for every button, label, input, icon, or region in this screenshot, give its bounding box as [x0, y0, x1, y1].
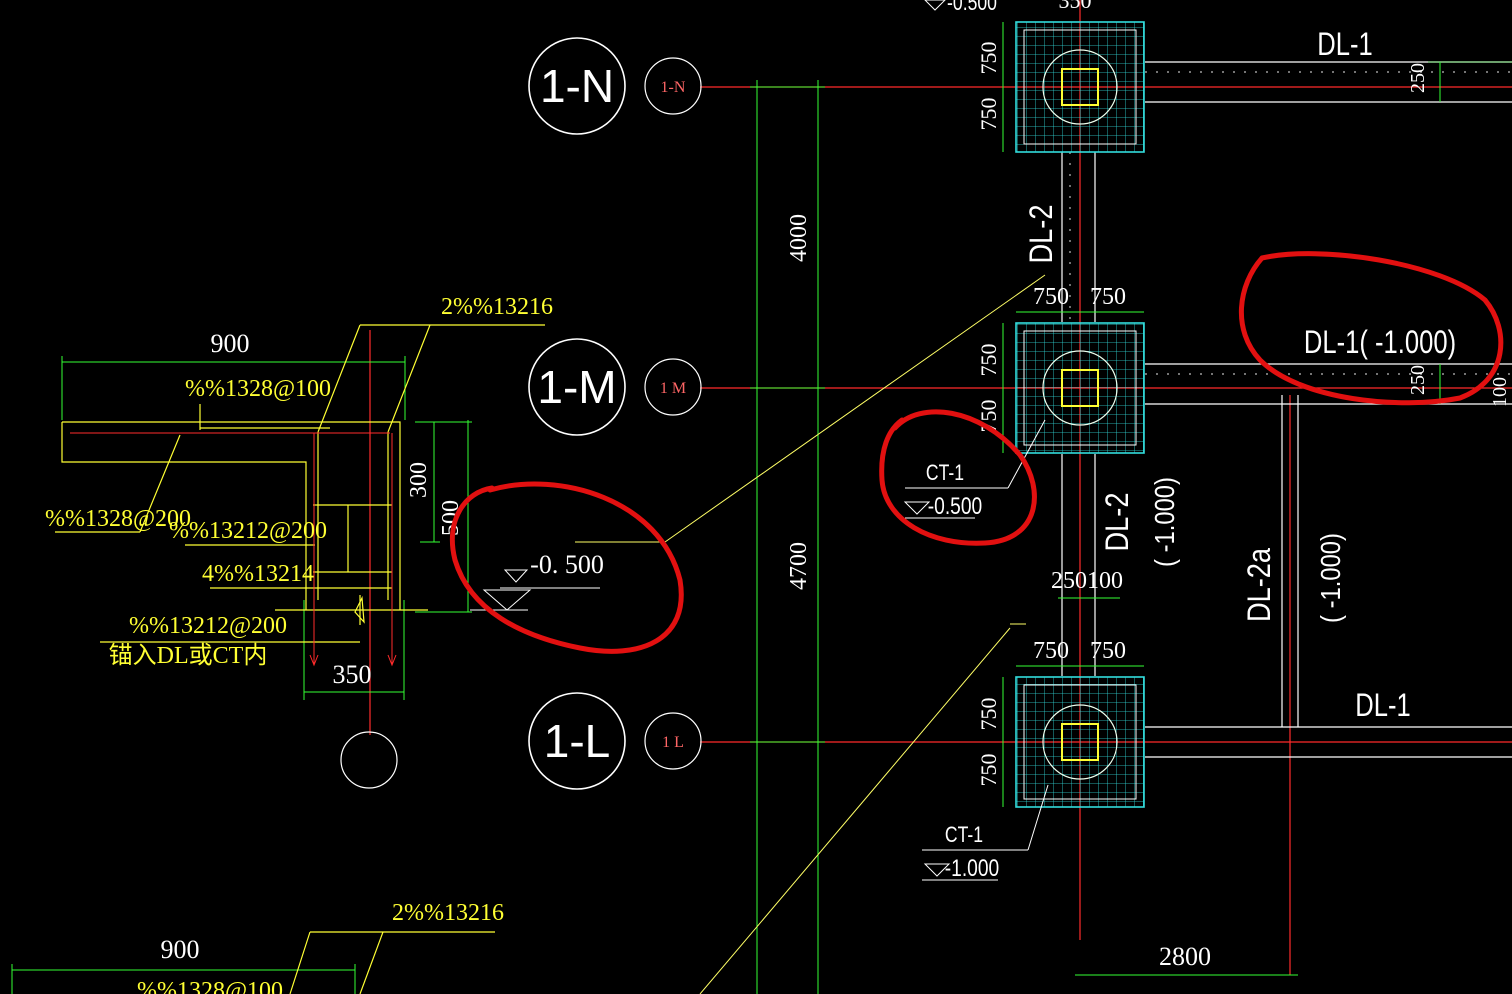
section-detail-upper: [55, 324, 545, 789]
dimension-low-750-a: 750: [976, 698, 1001, 731]
section-detail-lower: [11, 931, 495, 994]
beam-label-dl2a: DL-2a: [1242, 548, 1278, 623]
axis-label-1l: 1-L: [544, 715, 610, 767]
pile-cap-low[interactable]: [1015, 676, 1145, 808]
dimension-right-100: 100: [1489, 377, 1511, 407]
top-elevation-marker: [924, 0, 946, 11]
beam-label-dl1-top: DL-1: [1317, 27, 1372, 62]
lower-rebar-2-16: 2%%13216: [392, 900, 504, 926]
pile-cap-mid[interactable]: [1015, 322, 1145, 454]
beam-label-dl2-mid: DL-2: [1100, 493, 1136, 552]
ct1-elevation-mid: -0.500: [928, 492, 982, 520]
vertical-dimension: [750, 80, 825, 994]
section-elevation-marker: [470, 541, 665, 611]
beam-label-dl2-elevation: ( -1.000): [1148, 477, 1180, 567]
axis-label-1n: 1-N: [540, 60, 614, 112]
markup-circle-section-elevation: [449, 481, 684, 654]
axis-sublabel-1n: 1-N: [661, 79, 686, 96]
axis-bubble-1n[interactable]: 1-N 1-N: [528, 37, 702, 135]
dimension-top-750-b: 750: [976, 98, 1001, 131]
axis-label-1m: 1-M: [537, 361, 616, 413]
ct1-elevation-low: -1.000: [945, 854, 999, 882]
pile-cap-dimension-lines: [1002, 22, 1512, 976]
ct1-callout-mid: [903, 419, 1046, 519]
top-elevation-label: -0.500: [947, 0, 997, 16]
axis-bubble-1l[interactable]: 1-L 1 L: [528, 692, 702, 790]
section-dim-350: 350: [333, 660, 372, 689]
lower-dim-900: 900: [161, 935, 200, 964]
beam-label-dl1-mid: DL-1( -1.000): [1304, 325, 1456, 360]
dimension-4700: 4700: [786, 542, 812, 590]
dimension-mid-750-a: 750: [976, 344, 1001, 377]
section-rebar-12-200-b: %%13212@200: [129, 613, 287, 639]
ct1-callout-low: [922, 784, 1049, 881]
lower-rebar-top: %%1328@100: [137, 978, 283, 994]
section-elevation-label: -0. 500: [530, 550, 604, 579]
section-rebar-12-200-a: %%13212@200: [169, 518, 327, 544]
dimension-low-750-right: 750: [1090, 638, 1126, 664]
beam-label-dl2-top: DL-2: [1024, 205, 1060, 264]
dimension-right-250-top: 250: [1407, 63, 1429, 93]
section-rebar-left: %%1328@200: [45, 506, 191, 532]
beam-label-dl2a-elevation: ( -1.000): [1314, 533, 1346, 623]
dimension-right-250-mid: 250: [1407, 365, 1429, 395]
dimension-250-100: 250100: [1051, 568, 1123, 594]
dimension-2800: 2800: [1159, 942, 1211, 971]
markup-circle-ct1: [879, 409, 1037, 546]
dimension-low-750-left: 750: [1033, 638, 1069, 664]
markup-annotations: [449, 251, 1504, 654]
ct1-label-low: CT-1: [945, 823, 983, 847]
section-rebar-top: %%1328@100: [185, 376, 331, 402]
dimension-top-350: 350: [1059, 0, 1092, 13]
axis-sublabel-1m: 1 M: [660, 380, 686, 397]
dimension-4000: 4000: [786, 214, 812, 262]
dimension-top-750-a: 750: [976, 42, 1001, 75]
section-anchor-note: 锚入DL或CT内: [109, 642, 268, 669]
ct1-label-mid: CT-1: [926, 461, 964, 485]
section-rebar-4-14: 4%%13214: [202, 561, 314, 587]
section-rebar-2-16: 2%%13216: [441, 294, 553, 320]
dimension-mid-750-right: 750: [1090, 284, 1126, 310]
markup-circle-dl1: [1239, 251, 1504, 406]
pile-cap-top[interactable]: [1015, 21, 1145, 153]
dimension-mid-750-left: 750: [1033, 284, 1069, 310]
section-dim-900: 900: [211, 329, 250, 358]
beam-label-dl1-low: DL-1: [1355, 688, 1410, 723]
dimension-low-750-b: 750: [976, 754, 1001, 787]
ground-beams: [1061, 61, 1512, 758]
axis-bubble-1m[interactable]: 1-M 1 M: [528, 338, 702, 436]
axis-sublabel-1l: 1 L: [662, 734, 684, 751]
diagonal-leaders: [664, 274, 1046, 994]
section-dim-300: 300: [406, 462, 432, 498]
